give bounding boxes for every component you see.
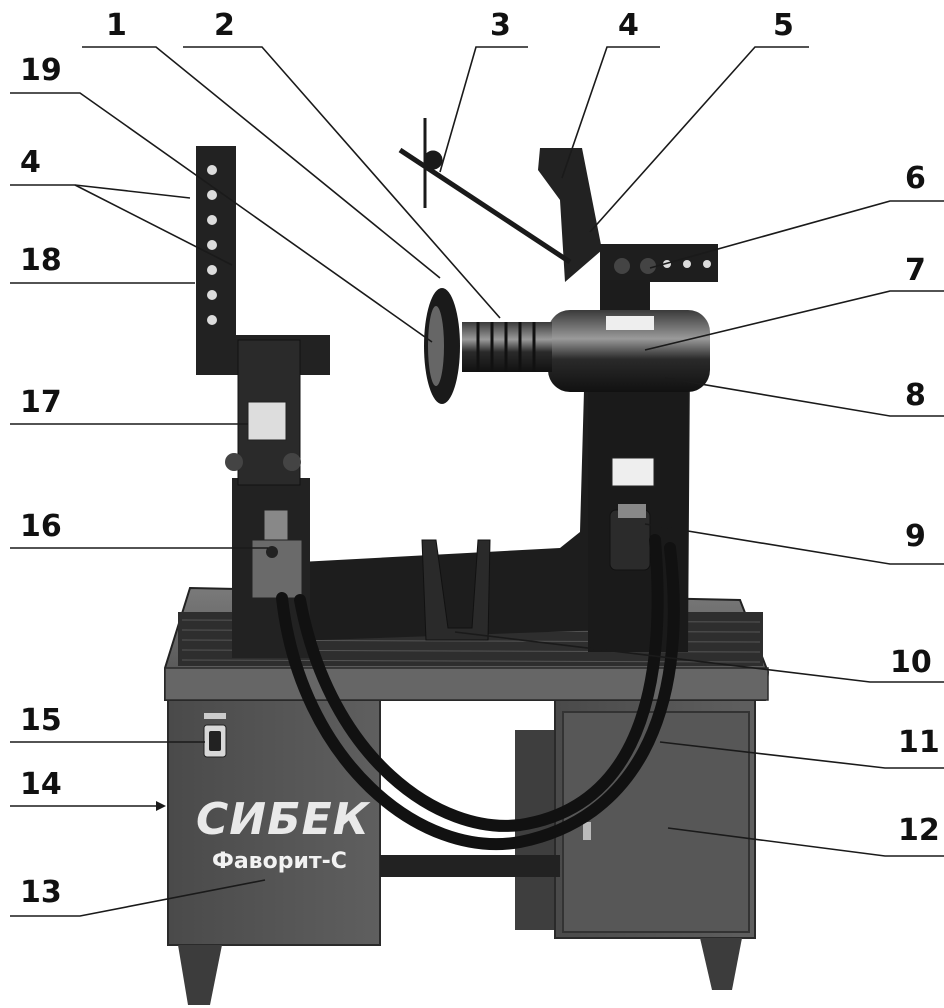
svg-text:15: 15 xyxy=(20,703,62,738)
callout-4-left: 4 xyxy=(10,145,233,266)
callout-11: 11 xyxy=(659,725,944,769)
callout-5: 5 xyxy=(589,8,809,233)
svg-text:8: 8 xyxy=(905,378,926,413)
svg-text:2: 2 xyxy=(214,8,235,43)
svg-text:13: 13 xyxy=(20,875,62,910)
v-support xyxy=(421,539,491,641)
hydraulic-hose xyxy=(276,534,680,850)
svg-text:4: 4 xyxy=(618,8,639,43)
callout-1: 1 xyxy=(82,8,441,279)
callout-13: 13 xyxy=(10,875,266,917)
callout-9: 9 xyxy=(644,519,944,565)
flange xyxy=(424,288,460,404)
svg-text:10: 10 xyxy=(890,645,932,680)
leg-left xyxy=(178,945,222,1005)
callout-18: 18 xyxy=(10,243,195,284)
callout-16: 16 xyxy=(10,509,268,549)
callout-19: 19 xyxy=(10,53,433,343)
svg-text:11: 11 xyxy=(898,725,940,760)
valve-block xyxy=(251,509,303,599)
left-bracket xyxy=(196,146,330,486)
cylinder-label xyxy=(606,316,654,330)
callout-15: 15 xyxy=(10,703,205,743)
svg-text:3: 3 xyxy=(490,8,511,43)
hydraulic-pump xyxy=(609,504,651,571)
callout-12: 12 xyxy=(667,813,944,857)
door-lock xyxy=(583,822,591,840)
svg-text:12: 12 xyxy=(898,813,940,848)
svg-text:1: 1 xyxy=(106,8,127,43)
callout-3: 3 xyxy=(439,8,528,173)
leg-right xyxy=(700,938,742,990)
brand-logo: СИБЕК xyxy=(196,794,371,845)
callout-7: 7 xyxy=(644,253,944,351)
callout-14: 14 xyxy=(10,767,166,811)
svg-text:5: 5 xyxy=(773,8,794,43)
callout-4-top: 4 xyxy=(561,8,660,179)
lower-crossbar xyxy=(380,855,560,877)
svg-text:4: 4 xyxy=(20,145,41,180)
valve-label-plate xyxy=(247,401,287,441)
power-switch[interactable] xyxy=(203,724,227,758)
callout-2: 2 xyxy=(183,8,501,319)
model-name: Фаворит-С xyxy=(212,849,347,874)
info-plate xyxy=(611,457,655,487)
left-cabinet xyxy=(167,694,381,946)
callout-10: 10 xyxy=(454,631,944,683)
svg-text:6: 6 xyxy=(905,161,926,196)
hydraulic-cylinder xyxy=(462,310,710,392)
svg-text:14: 14 xyxy=(20,767,62,802)
switch-label xyxy=(204,713,226,719)
svg-text:9: 9 xyxy=(905,519,926,554)
svg-text:16: 16 xyxy=(20,509,62,544)
svg-text:7: 7 xyxy=(905,253,926,288)
svg-text:18: 18 xyxy=(20,243,62,278)
callout-17: 17 xyxy=(10,385,248,425)
svg-text:17: 17 xyxy=(20,385,62,420)
callout-8: 8 xyxy=(664,377,944,417)
svg-text:19: 19 xyxy=(20,53,62,88)
measuring-rod xyxy=(398,118,572,265)
callout-6: 6 xyxy=(649,161,944,269)
